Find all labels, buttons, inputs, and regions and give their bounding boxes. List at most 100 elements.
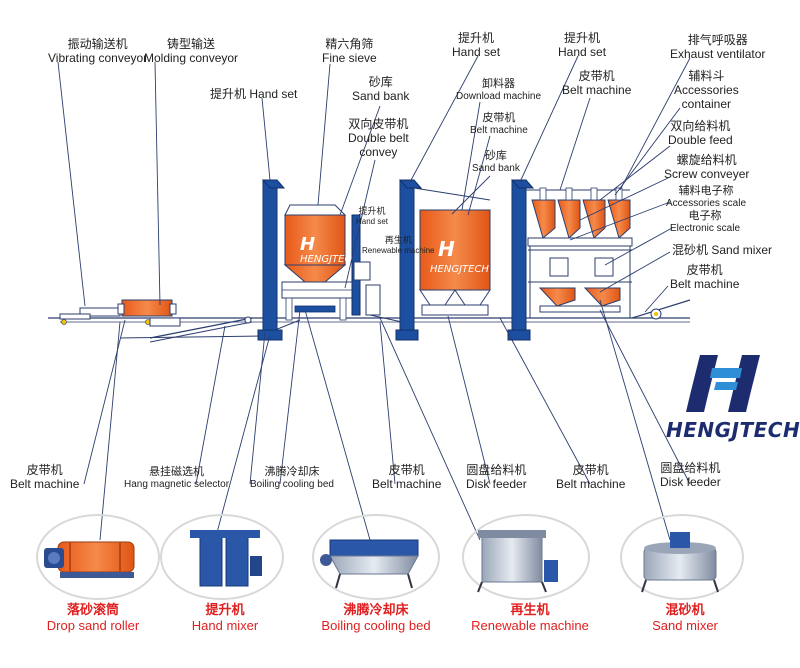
label-sand-mixer-en: Sand mixer — [711, 243, 773, 257]
label-screw-conveyer-zh: 螺旋给料机 — [676, 153, 737, 167]
caption-sand-mixer-zh: 混砂机 — [665, 603, 705, 618]
label-belt-machine-b2: 皮带机 Belt machine — [372, 463, 442, 492]
label-sand-mixer-zh: 混砂机 — [672, 243, 709, 257]
label-hand-set-top2-en: Hand set — [558, 44, 607, 59]
label-exhaust-ventilator-en: Exhaust ventilator — [670, 46, 766, 61]
svg-text:H: H — [438, 237, 455, 261]
label-hand-set-small-zh: 提升机 — [358, 207, 386, 217]
label-sand-bank-left-en: Sand bank — [352, 88, 410, 103]
drop-sand-roller-drawing — [117, 299, 181, 327]
label-hand-set-top2: 提升机 Hand set — [558, 31, 607, 60]
label-hand-set-left-en: Hand set — [249, 87, 298, 101]
caption-drop-sand-roller-zh: 落砂滚筒 — [66, 603, 119, 618]
label-sand-bank-mid-en: Sand bank — [472, 162, 520, 174]
caption-renewable-machine-en: Renewable machine — [471, 617, 589, 633]
label-belt-machine-b3-zh: 皮带机 — [572, 463, 609, 477]
inclined-belt-left — [149, 316, 253, 343]
label-boiling-bed-mid-en: Boiling cooling bed — [250, 478, 334, 490]
thumb-oval-4 — [462, 514, 590, 600]
hand-set-elevator-3 — [507, 179, 535, 341]
label-double-feed-en: Double feed — [668, 132, 733, 147]
brand-name: HENGJTECH — [666, 418, 800, 442]
label-accessories-container: 辅料斗 Accessories container — [674, 69, 739, 111]
label-double-belt-convey: 双向皮带机 Double belt convey — [348, 117, 409, 159]
label-hang-magnetic: 悬挂磁选机 Hang magnetic selector — [124, 465, 230, 490]
label-belt-machine-right: 皮带机 Belt machine — [670, 263, 740, 292]
label-belt-machine-right-zh: 皮带机 — [686, 263, 723, 277]
label-exhaust-ventilator-zh: 排气呼吸器 — [687, 33, 748, 47]
label-hang-magnetic-en: Hang magnetic selector — [124, 478, 230, 490]
label-double-belt-convey-en1: Double belt — [348, 130, 409, 145]
label-sand-bank-mid-zh: 砂库 — [484, 149, 507, 162]
label-double-belt-convey-en2: convey — [359, 144, 398, 159]
label-molding-conveyor-zh: 铸型输送 — [167, 37, 216, 51]
label-hand-set-small: 提升机 Hand set — [356, 207, 388, 227]
watermark-text-1: HENGJTECH — [300, 254, 359, 265]
label-hang-magnetic-zh: 悬挂磁选机 — [149, 465, 205, 478]
label-belt-machine-b2-zh: 皮带机 — [388, 463, 425, 477]
label-belt-machine-b1-en: Belt machine — [10, 476, 80, 491]
label-disk-feeder-b1-en: Disk feeder — [466, 476, 527, 491]
caption-renewable-machine: 再生机 Renewable machine — [460, 603, 600, 634]
label-accessories-container-zh: 辅料斗 — [688, 69, 725, 83]
label-sand-bank-left-zh: 砂库 — [368, 75, 393, 89]
label-hand-set-top2-zh: 提升机 — [564, 31, 601, 45]
sand-bank-silo: H HENGJTECH — [419, 209, 491, 316]
label-double-belt-convey-zh: 双向皮带机 — [348, 117, 409, 131]
label-hand-set-small-en: Hand set — [356, 217, 389, 227]
fine-sieve-and-sand-bank: H HENGJTECH — [281, 204, 359, 321]
caption-hand-mixer-zh: 提升机 — [205, 603, 245, 618]
label-disk-feeder-b2-en: Disk feeder — [660, 474, 721, 489]
logo-icon — [686, 355, 760, 412]
label-belt-machine-b1: 皮带机 Belt machine — [10, 463, 80, 492]
label-belt-machine-right-en: Belt machine — [670, 276, 740, 291]
label-belt-machine-b3-en: Belt machine — [556, 476, 626, 491]
label-belt-machine-b1-zh: 皮带机 — [26, 463, 63, 477]
thumb-renewable-machine — [477, 530, 558, 593]
label-accessories-container-en1: Accessories — [674, 82, 739, 97]
thumb-boiling-cooling-bed — [320, 539, 419, 589]
label-vibrating-conveyor-en: Vibrating conveyor — [48, 50, 148, 65]
label-hand-set-top1-en: Hand set — [452, 44, 501, 59]
caption-hand-mixer: 提升机 Hand mixer — [170, 603, 280, 634]
label-screw-conveyer: 螺旋给料机 Screw conveyer — [664, 153, 749, 182]
label-boiling-bed-mid: 沸腾冷却床 Boiling cooling bed — [250, 465, 334, 490]
label-hand-set-top1: 提升机 Hand set — [452, 31, 501, 60]
watermark-text-2: HENGJTECH — [430, 264, 489, 275]
label-double-feed-zh: 双向给料机 — [670, 119, 731, 133]
label-fine-sieve: 精六角筛 Fine sieve — [322, 37, 377, 66]
label-accessories-scale: 辅料电子称 Accessories scale — [666, 184, 747, 209]
label-belt-machine-top: 皮带机 Belt machine — [562, 69, 631, 98]
thumb-oval-2 — [160, 514, 284, 600]
leader-lines — [57, 55, 691, 541]
label-electronic-scale-zh: 电子称 — [688, 209, 722, 222]
label-hand-set-left-zh: 提升机 — [210, 87, 247, 101]
caption-boiling-cooling-bed-en: Boiling cooling bed — [321, 617, 431, 633]
label-renewable-small: 再生机 Renewable machine — [362, 236, 435, 256]
label-double-feed: 双向给料机 Double feed — [668, 119, 733, 148]
label-vibrating-conveyor: 振动输送机 Vibrating conveyor — [48, 37, 148, 66]
label-fine-sieve-en: Fine sieve — [322, 50, 377, 65]
label-accessories-scale-en: Accessories scale — [666, 197, 747, 209]
label-molding-conveyor: 铸型输送 Molding conveyor — [144, 37, 239, 66]
label-accessories-container-en2: container — [681, 96, 732, 111]
hand-set-elevator-2 — [395, 179, 491, 341]
thumb-oval-5 — [620, 514, 744, 600]
label-belt-machine-b2-en: Belt machine — [372, 476, 442, 491]
thumb-oval-1 — [36, 514, 160, 600]
label-molding-conveyor-en: Molding conveyor — [144, 50, 239, 65]
label-accessories-scale-zh: 辅料电子称 — [678, 184, 734, 197]
thumb-drop-sand-roller — [44, 541, 135, 578]
label-boiling-bed-mid-zh: 沸腾冷却床 — [264, 465, 320, 478]
caption-renewable-machine-zh: 再生机 — [510, 603, 550, 618]
label-hand-set-left: 提升机 Hand set — [210, 87, 298, 102]
caption-sand-mixer-en: Sand mixer — [652, 617, 718, 633]
label-electronic-scale-en: Electronic scale — [670, 222, 741, 234]
label-belt-machine-mid-zh: 皮带机 — [482, 111, 516, 124]
label-download-machine-en: Download machine — [456, 90, 542, 102]
label-disk-feeder-b2-zh: 圆盘给料机 — [660, 461, 721, 475]
small-hand-set-and-renewable — [351, 214, 403, 323]
